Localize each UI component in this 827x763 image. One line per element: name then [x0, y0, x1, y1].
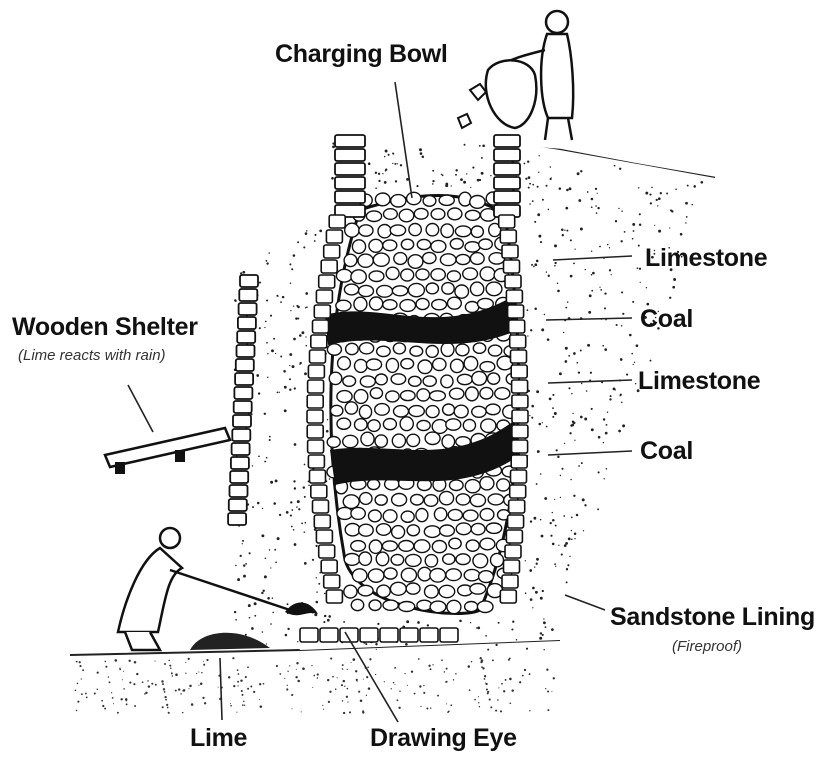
label-wooden-shelter: Wooden Shelter [12, 313, 198, 342]
label-limestone-mid: Limestone [638, 367, 760, 396]
label-lime: Lime [190, 724, 247, 753]
wooden-shelter-roof [105, 428, 230, 467]
pointer-sandstone [565, 595, 605, 610]
label-sandstone-lining: Sandstone Lining [610, 603, 815, 632]
label-drawing-eye: Drawing Eye [370, 724, 517, 753]
note-wooden-shelter: (Lime reacts with rain) [18, 347, 166, 364]
label-charging-bowl: Charging Bowl [275, 40, 447, 69]
pointer-wooden-shelter [128, 385, 153, 432]
lime-pile [190, 633, 270, 650]
note-sandstone-lining: (Fireproof) [672, 638, 742, 655]
charging-sack [486, 60, 536, 128]
falling-stone-2 [458, 114, 471, 128]
wooden-shelter-post-left [115, 462, 125, 474]
pointer-lime [220, 658, 222, 720]
label-coal-top: Coal [640, 305, 693, 334]
label-coal-bottom: Coal [640, 437, 693, 466]
wooden-shelter-post-right [175, 450, 185, 462]
label-limestone-top: Limestone [645, 244, 767, 273]
falling-stone-1 [470, 84, 486, 100]
